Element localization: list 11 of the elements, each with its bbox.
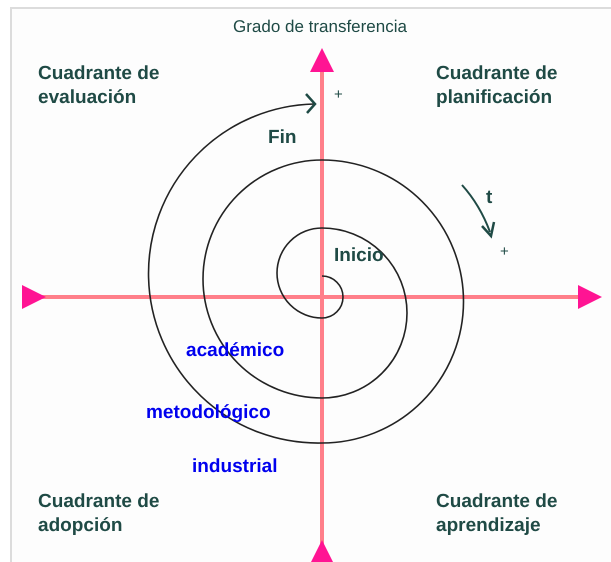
axis-label: Fin (268, 126, 298, 150)
axis-label: Cuadrante de adopción (38, 490, 160, 538)
axis-label: Cuadrante de planificación (436, 62, 558, 110)
diagram-title: Grado de transferencia (232, 16, 408, 38)
axis-label: + (500, 242, 510, 262)
axis-label: Cuadrante de aprendizaje (436, 490, 558, 538)
axis-label: Inicio (334, 244, 385, 268)
axis-label: industrial (192, 455, 279, 479)
axis-label: + (334, 85, 344, 105)
axis-label: t (486, 186, 494, 210)
axis-label: Cuadrante de evaluación (38, 62, 160, 110)
